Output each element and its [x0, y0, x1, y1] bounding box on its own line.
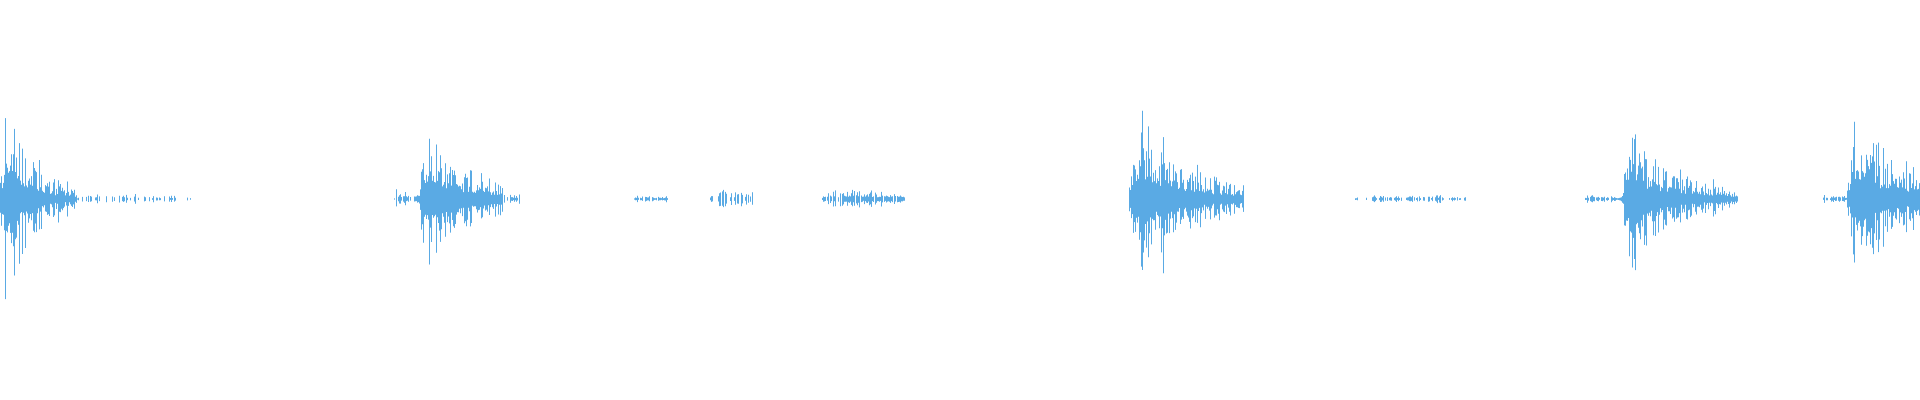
waveform-bars [0, 110, 1920, 300]
